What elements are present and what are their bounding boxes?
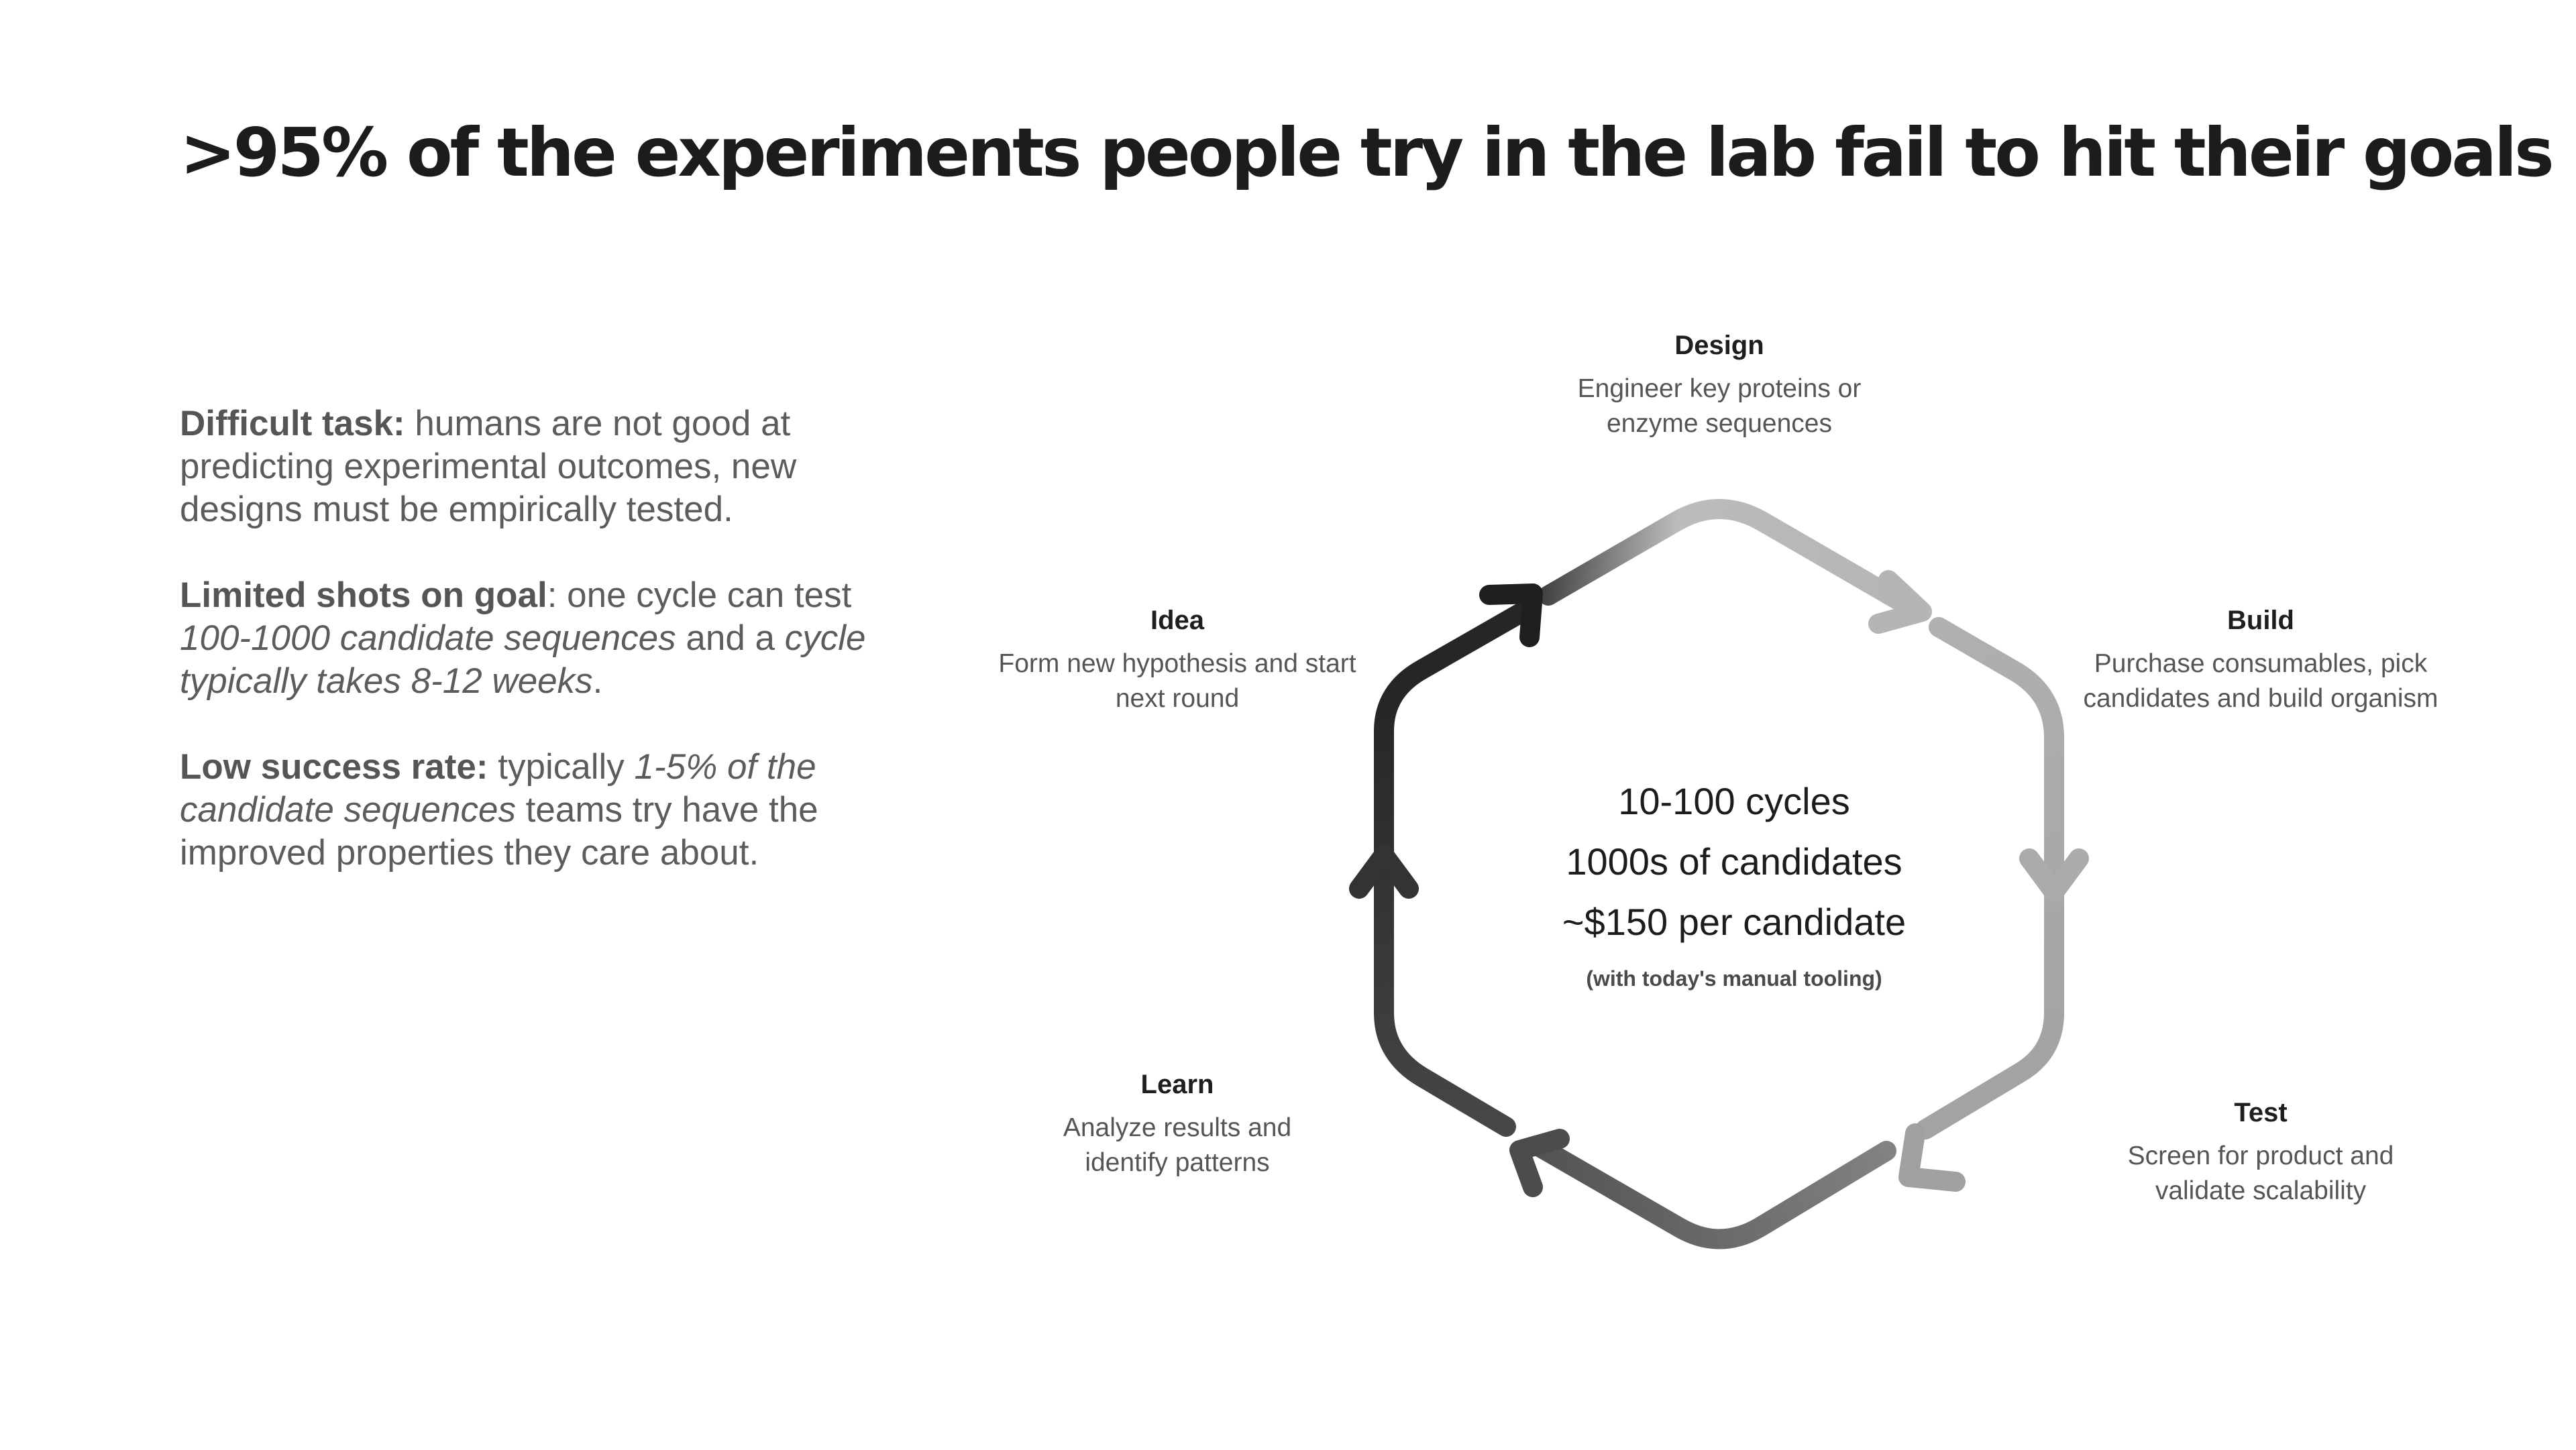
- arrowhead-to-learn-icon: [1509, 1129, 1570, 1197]
- cycle-arc-design-to-build: [1538, 499, 1909, 610]
- point-heading: Limited shots on goal: [180, 575, 547, 615]
- stage-design-description: Engineer key proteins or enzyme sequence…: [1577, 374, 1862, 438]
- stage-idea-description: Form new hypothesis and start next round: [998, 649, 1356, 713]
- stage-learn: Learn Analyze results and identify patte…: [1023, 1068, 1332, 1180]
- arrowhead-build-down-icon: [2019, 848, 2089, 902]
- cycle-summary: 10-100 cycles 1000s of candidates ~$150 …: [1432, 771, 2036, 995]
- stage-design-title: Design: [1674, 331, 1764, 360]
- point-emphasis: cycle typically takes 8-12 weeks: [180, 618, 866, 701]
- stage-design: Design Engineer key proteins or enzyme s…: [1545, 329, 1894, 441]
- arrowhead-to-build-icon: [1868, 570, 1932, 634]
- point-text: and a: [676, 618, 785, 658]
- point-text: : one cycle can test: [547, 575, 852, 615]
- point-emphasis: 1-5% of the candidate sequences: [180, 747, 816, 830]
- point-heading: Difficult task:: [180, 404, 405, 443]
- summary-note: (with today's manual tooling): [1586, 966, 1882, 991]
- summary-cycles: 10-100 cycles: [1618, 780, 1850, 822]
- stage-build-description: Purchase consumables, pick candidates an…: [2083, 649, 2438, 713]
- arrowhead-to-design-icon: [1479, 583, 1543, 647]
- point-text: humans are not good at predicting experi…: [180, 404, 797, 529]
- cycle-arc-test-to-learn: [1529, 1137, 1896, 1249]
- key-points: Difficult task: humans are not good at p…: [180, 402, 904, 917]
- point-heading: Low success rate:: [180, 747, 488, 787]
- stage-test-title: Test: [2234, 1098, 2288, 1127]
- point-low-success: Low success rate: typically 1-5% of the …: [180, 746, 904, 875]
- point-difficult-task: Difficult task: humans are not good at p…: [180, 402, 904, 531]
- arrowhead-to-test-icon: [1898, 1123, 1966, 1192]
- stage-idea-title: Idea: [1150, 606, 1205, 635]
- arrowhead-learn-up-icon: [1349, 845, 1419, 899]
- stage-test-description: Screen for product and validate scalabil…: [2127, 1141, 2394, 1205]
- stage-test: Test Screen for product and validate sca…: [2093, 1096, 2428, 1209]
- stage-build-title: Build: [2227, 606, 2294, 635]
- stage-learn-title: Learn: [1140, 1070, 1214, 1099]
- point-emphasis: 100-1000 candidate sequences: [180, 618, 676, 658]
- point-limited-shots: Limited shots on goal: one cycle can tes…: [180, 574, 904, 703]
- summary-candidates: 1000s of candidates: [1566, 840, 1902, 883]
- stage-idea: Idea Form new hypothesis and start next …: [996, 604, 1358, 716]
- slide-title: >95% of the experiments people try in th…: [180, 113, 2555, 192]
- summary-cost: ~$150 per candidate: [1562, 901, 1907, 943]
- stage-build: Build Purchase consumables, pick candida…: [2080, 604, 2442, 716]
- point-text: .: [592, 661, 603, 701]
- stage-learn-description: Analyze results and identify patterns: [1063, 1113, 1292, 1177]
- point-text: typically: [488, 747, 635, 787]
- point-text: teams try have the improved properties t…: [180, 790, 818, 873]
